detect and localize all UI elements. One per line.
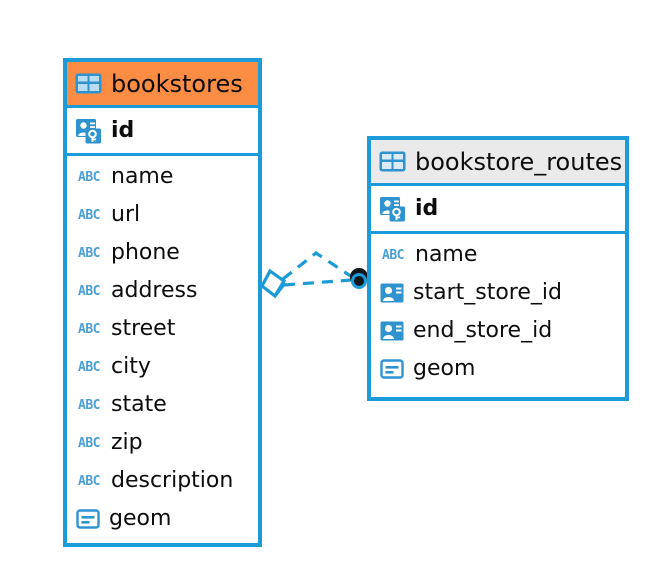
entity-table-bookstores[interactable]: bookstores id ABC [63, 58, 262, 547]
table-icon [75, 73, 102, 94]
foreign-key-icon [380, 321, 404, 341]
field-label-street: street [111, 316, 176, 341]
field-row-phone[interactable]: ABC phone [67, 234, 258, 272]
field-row-id[interactable]: id [67, 108, 258, 153]
geometry-icon [380, 359, 404, 379]
entity-table-bookstore-routes[interactable]: bookstore_routes id ABC [367, 136, 629, 401]
abc-text-icon: ABC [78, 321, 100, 337]
relationship-line-straight[interactable] [283, 278, 353, 287]
field-row-id[interactable]: id [371, 186, 625, 231]
field-row-end-store-id[interactable]: end_store_id [371, 312, 625, 350]
primary-key-section-bookstores: id [67, 108, 258, 156]
field-label-geom: geom [109, 506, 172, 531]
field-row-geom[interactable]: geom [371, 350, 625, 388]
field-row-name[interactable]: ABC name [371, 236, 625, 274]
field-row-state[interactable]: ABC state [67, 386, 258, 424]
fields-section-bookstore-routes: ABC name start_store_id [371, 234, 625, 388]
relationship-endpoint-diamond[interactable] [259, 268, 287, 299]
field-label-address: address [111, 278, 198, 303]
table-icon [379, 151, 406, 172]
abc-text-icon: ABC [78, 283, 100, 299]
entity-title-bookstore-routes: bookstore_routes [415, 147, 623, 176]
field-label-city: city [111, 354, 151, 379]
field-label-phone: phone [111, 240, 180, 265]
entity-header-bookstores[interactable]: bookstores [67, 62, 258, 108]
field-label-url: url [111, 202, 141, 227]
entity-title-bookstores: bookstores [111, 69, 243, 98]
field-label-id: id [415, 195, 439, 221]
abc-text-icon: ABC [78, 245, 100, 261]
field-label-name: name [415, 242, 478, 267]
abc-text-icon: ABC [78, 207, 100, 223]
geometry-icon [76, 509, 100, 529]
abc-text-icon: ABC [382, 247, 404, 263]
field-row-name[interactable]: ABC name [67, 158, 258, 196]
entity-header-bookstore-routes[interactable]: bookstore_routes [371, 140, 625, 186]
field-label-zip: zip [111, 430, 143, 455]
relationship-line-arched[interactable] [282, 251, 353, 281]
field-label-geom: geom [413, 356, 476, 381]
abc-text-icon: ABC [78, 397, 100, 413]
abc-text-icon: ABC [78, 435, 100, 451]
field-label-state: state [111, 392, 167, 417]
field-row-street[interactable]: ABC street [67, 310, 258, 348]
primary-key-section-bookstore-routes: id [371, 186, 625, 234]
abc-text-icon: ABC [78, 169, 100, 185]
primary-key-icon [76, 118, 101, 143]
field-label-start-store-id: start_store_id [413, 280, 562, 305]
field-label-description: description [111, 468, 234, 493]
field-label-name: name [111, 164, 174, 189]
fields-section-bookstores: ABC name ABC url ABC phone ABC address A… [67, 156, 258, 538]
field-row-description[interactable]: ABC description [67, 462, 258, 500]
relationship-endpoint-circle[interactable] [350, 268, 368, 289]
field-label-id: id [111, 117, 135, 143]
field-row-geom[interactable]: geom [67, 500, 258, 538]
field-row-start-store-id[interactable]: start_store_id [371, 274, 625, 312]
field-row-city[interactable]: ABC city [67, 348, 258, 386]
primary-key-icon [380, 196, 405, 221]
foreign-key-icon [380, 283, 404, 303]
field-row-url[interactable]: ABC url [67, 196, 258, 234]
field-row-address[interactable]: ABC address [67, 272, 258, 310]
abc-text-icon: ABC [78, 473, 100, 489]
field-row-zip[interactable]: ABC zip [67, 424, 258, 462]
abc-text-icon: ABC [78, 359, 100, 375]
field-label-end-store-id: end_store_id [413, 318, 553, 343]
